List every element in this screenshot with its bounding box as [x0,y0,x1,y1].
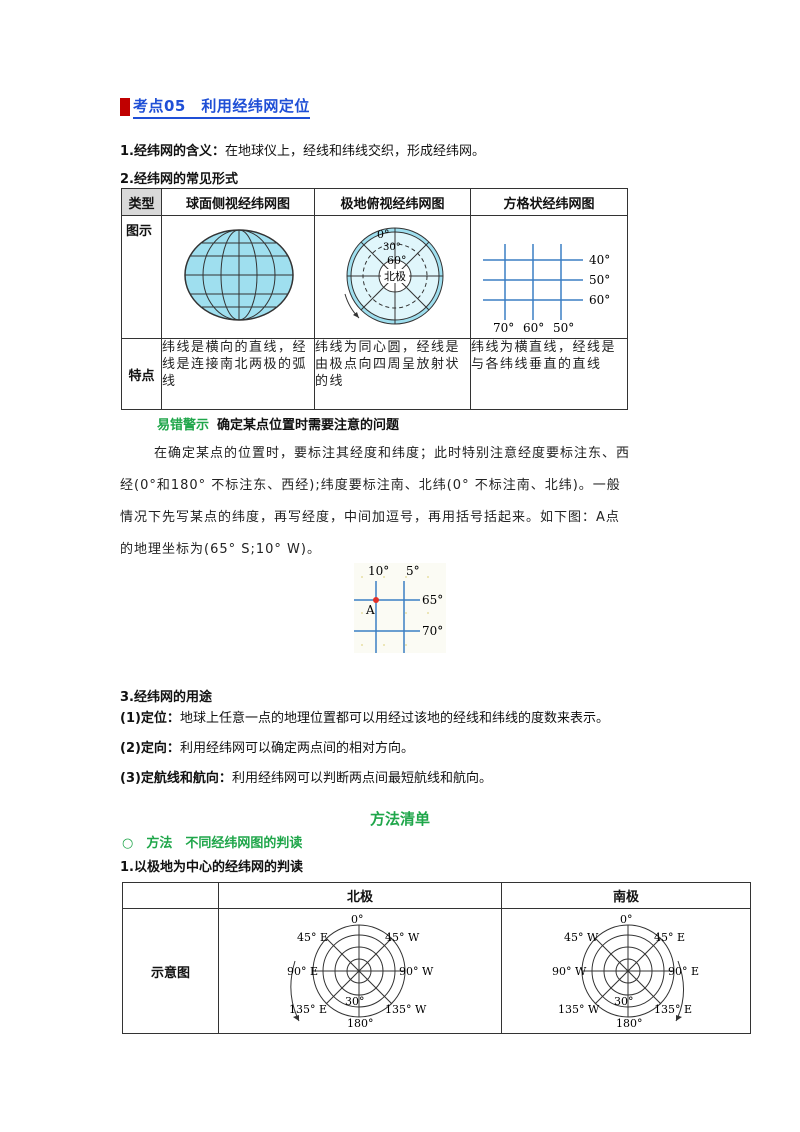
south-label-180: 180° [616,1017,643,1029]
use-item-3: (3)定航线和航向：利用经纬网可以判断两点间最短航线和航向。 [120,767,492,786]
south-pole-diagram-icon: 0° 45° W 45° E 90° W 90° E 135° W 135° E… [552,913,699,1030]
point-a-label: A [365,603,375,617]
use-item-3-label: (3)定航线和航向： [120,771,232,786]
north-pole-diagram-icon: 0° 45° E 45° W 90° E 90° W 135° E 135° W… [287,913,434,1030]
north-label-0: 0° [351,913,364,926]
grid-lat-60: 60° [589,293,610,307]
globe-side-view-icon [184,229,294,321]
warning-title: 确定某点位置时需要注意的问题 [217,418,400,433]
method-item-1: 1.以极地为中心的经纬网的判读 [120,860,303,875]
grid-lon-50: 50° [553,321,574,334]
north-label-90w: 90° W [399,965,434,978]
grid-lon-70: 70° [493,321,514,334]
polar-view-icon: 北极 0° 30° 60° [344,227,444,325]
definition-label: 1.经纬网的含义： [120,144,225,159]
side-view-figure [161,215,315,339]
south-label-45w: 45° W [564,931,599,944]
small-grid-right-70: 70° [422,624,443,638]
t2-header-south: 南极 [501,882,751,909]
definition-text: 在地球仪上，经线和纬线交织，形成经纬网。 [224,144,485,159]
feature-square-grid: 纬线为横直线，经线是与各纬线垂直的直线 [470,338,628,410]
use-item-1-text: 地球上任意一点的地理位置都可以用经过该地的经线和纬线的度数来表示。 [179,711,609,726]
north-label-135w: 135° W [385,1003,427,1016]
use-item-2: (2)定向：利用经纬网可以确定两点间的相对方向。 [120,737,414,756]
north-label-45w: 45° W [385,931,420,944]
south-label-0: 0° [620,913,633,926]
south-label-135e: 135° E [654,1003,692,1016]
forms-heading: 2.经纬网的常见形式 [120,172,238,187]
grid-lat-50: 50° [589,273,610,287]
method-subtitle: ○ 方法 不同经纬网图的判读 [122,836,303,851]
north-label-90e: 90° E [287,965,318,978]
polar-lat1-label: 30° [383,242,401,253]
north-label-180: 180° [347,1017,374,1029]
south-label-135w: 135° W [558,1003,600,1016]
north-label-135e: 135° E [289,1003,327,1016]
small-grid-top-10: 10° [368,564,389,578]
uses-heading: 3.经纬网的用途 [120,690,212,705]
polar-pole-label: 北极 [384,269,406,283]
south-label-30: 30° [614,995,634,1008]
grid-forms-table: 类型 球面侧视经纬网图 极地俯视经纬网图 方格状经纬网图 图示 [121,188,628,410]
header-square-grid: 方格状经纬网图 [470,188,628,216]
header-polar-view: 极地俯视经纬网图 [314,188,471,216]
use-item-3-text: 利用经纬网可以判断两点间最短航线和航向。 [231,771,492,786]
grid-lat-40: 40° [589,253,610,267]
method-title: 方法清单 [369,810,430,828]
polar-view-figure: 北极 0° 30° 60° [314,215,471,339]
red-marker-icon [120,98,130,116]
section-title: 考点05 利用经纬网定位 [133,95,310,119]
t2-row-label: 示意图 [122,908,219,1034]
point-a-marker [373,597,379,603]
south-label-45e: 45° E [654,931,685,944]
warning-tag: 易错警示 [157,418,210,433]
use-item-1-label: (1)定位： [120,711,180,726]
small-grid-right-65: 65° [422,593,443,607]
north-label-30: 30° [345,995,365,1008]
polar-lon-label: 0° [377,228,390,241]
t2-header-empty [122,882,219,909]
row-label-figure: 图示 [126,224,153,239]
feature-polar-view: 纬线为同心圆，经线是由极点向四周呈放射状的线 [314,338,471,410]
square-grid-icon: 40° 50° 60° 70° 60° 50° [483,244,610,335]
square-grid-figure: 40° 50° 60° 70° 60° 50° [470,215,628,339]
coordinate-example-figure: 10° 5° 65° 70° A [354,563,446,653]
south-label-90w: 90° W [552,965,587,978]
north-label-45e: 45° E [297,931,328,944]
warning-heading: 易错警示确定某点位置时需要注意的问题 [157,414,399,433]
south-label-90e: 90° E [668,965,699,978]
t2-header-north: 北极 [218,882,502,909]
warning-paragraph: 在确定某点的位置时，要标注其经度和纬度；此时特别注意经度要标注东、西经(0°和1… [120,438,630,566]
use-item-2-text: 利用经纬网可以确定两点间的相对方向。 [179,741,414,756]
warning-paragraph-text: 在确定某点的位置时，要标注其经度和纬度；此时特别注意经度要标注东、西经(0°和1… [120,446,631,557]
small-grid-top-5: 5° [406,564,420,578]
feature-side-view: 纬线是横向的直线，经线是连接南北两极的弧线 [161,338,315,410]
use-item-1: (1)定位：地球上任意一点的地理位置都可以用经过该地的经线和纬线的度数来表示。 [120,707,609,726]
grid-lon-60: 60° [523,321,544,334]
polar-reading-table: 北极 南极 示意图 [122,882,751,1034]
header-type: 类型 [121,188,162,216]
polar-lat2-label: 60° [387,254,407,267]
north-pole-figure: 0° 45° E 45° W 90° E 90° W 135° E 135° W… [218,908,502,1034]
definition-line: 1.经纬网的含义：在地球仪上，经线和纬线交织，形成经纬网。 [120,140,485,159]
header-side-view: 球面侧视经纬网图 [161,188,315,216]
section-heading: 考点05 利用经纬网定位 [120,95,310,119]
use-item-2-label: (2)定向： [120,741,180,756]
row-label-feature: 特点 [121,338,162,410]
south-pole-figure: 0° 45° W 45° E 90° W 90° E 135° W 135° E… [501,908,751,1034]
